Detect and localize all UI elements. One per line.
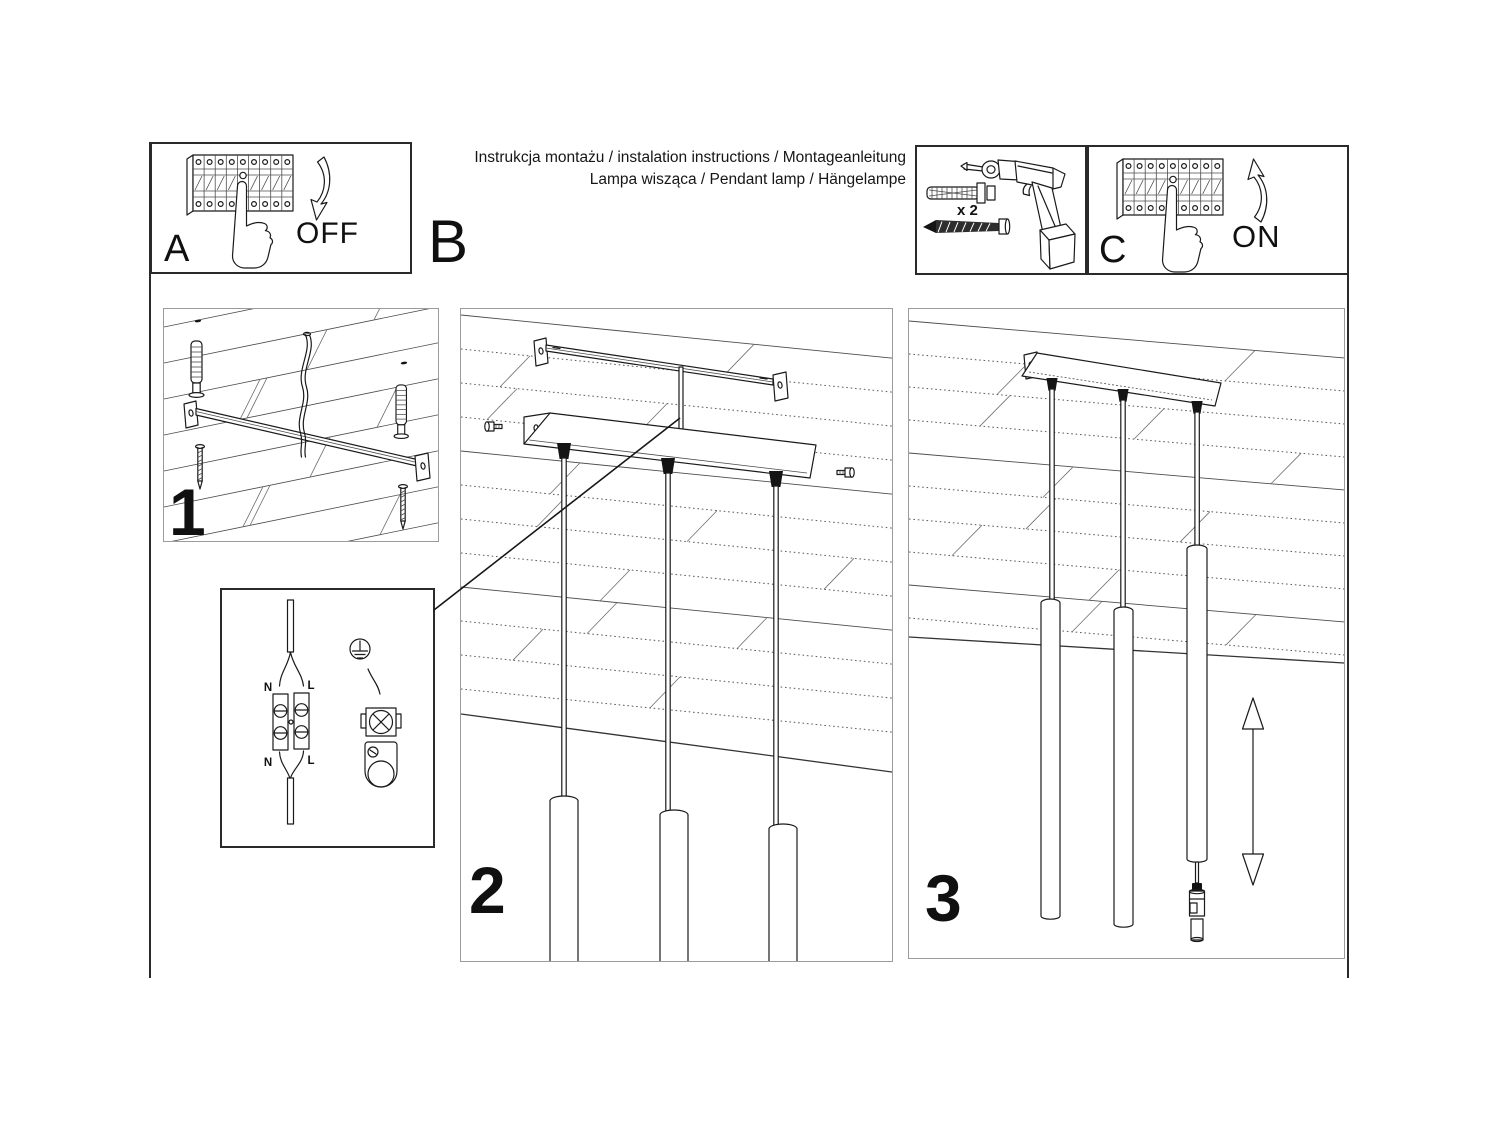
wall-plug-icon: [393, 384, 409, 440]
panel-c-action-label: ON: [1232, 219, 1281, 254]
pendant-tube-icon: [768, 823, 798, 961]
detail-leader-line: [433, 417, 681, 611]
frame-line-left: [149, 142, 151, 978]
header: Instrukcja montażu / instalation instruc…: [380, 147, 906, 191]
panel-a-box: A OFF: [150, 142, 412, 274]
pendant-tube-icon: [1113, 606, 1134, 928]
pendant-tube-icon: [659, 809, 689, 961]
curved-arrow-down-icon: [310, 156, 331, 221]
wood-screw-icon: [923, 218, 1011, 235]
height-adjust-arrow-icon: [1241, 697, 1265, 886]
drill-hole: [194, 319, 202, 323]
header-title-line1: Instrukcja montażu / instalation instruc…: [474, 149, 906, 166]
cable-grommet-icon: [1046, 378, 1203, 414]
earth-symbol-icon: [349, 638, 371, 660]
pendant-tube-icon: [549, 795, 579, 961]
pressing-hand-icon: [1161, 184, 1204, 273]
tools-quantity-label: x 2: [957, 202, 978, 219]
cable-grommet-icon: [557, 443, 783, 487]
mounting-rail-icon: [533, 337, 789, 402]
drill-icon: [960, 159, 1076, 270]
bolt-icon: [484, 421, 503, 432]
circuit-breaker-icon: [186, 154, 294, 269]
panel-a-label: A: [164, 228, 190, 270]
pendant-cable: [1194, 411, 1200, 551]
bolt-icon: [836, 467, 855, 478]
step1-illustration: [164, 309, 438, 541]
wire-label-n-top: N: [264, 682, 272, 694]
step2-box: 2: [460, 308, 893, 962]
panel-b-label: B: [428, 208, 469, 275]
panel-c-box: C ON: [1087, 145, 1349, 275]
breaker-modules: [194, 155, 292, 211]
ceiling-canopy-icon: [523, 412, 817, 479]
step1-number: 1: [169, 475, 206, 549]
step2-illustration: [461, 314, 892, 961]
step3-illustration: [909, 320, 1344, 943]
step2-number: 2: [469, 853, 506, 927]
frame-line-right: [1347, 145, 1349, 978]
ground-clamp-icon: [360, 707, 402, 788]
wire-label-l-bottom: L: [307, 755, 314, 767]
ceiling-planks: [164, 309, 438, 541]
bulb-socket-icon: [1188, 861, 1206, 943]
wall-plug-icon: [188, 340, 205, 398]
hanging-wire-icon: [298, 331, 312, 458]
step3-box: 3: [908, 308, 1345, 959]
circuit-breaker-icon: [1116, 158, 1224, 273]
wire-label-l-top: L: [307, 680, 314, 692]
pressing-hand-icon: [231, 180, 274, 269]
panel-c-label: C: [1099, 229, 1127, 271]
panel-a-action-label: OFF: [296, 217, 359, 250]
wiring-detail-box: N L N L: [220, 588, 435, 848]
curved-arrow-up-icon: [1247, 158, 1268, 223]
wire-label-n-bottom: N: [264, 757, 272, 769]
pendant-cable: [1120, 399, 1126, 612]
wood-screw-icon: [397, 484, 409, 530]
wall-plug-icon: [926, 182, 996, 204]
wood-screw-icon: [194, 444, 206, 490]
pendant-cable: [773, 485, 779, 830]
header-title-line2: Lampa wisząca / Pendant lamp / Hängelamp…: [589, 171, 906, 188]
drill-hole: [400, 361, 408, 365]
pendant-tube-icon: [1040, 598, 1061, 920]
wiring-illustration: N L N L: [264, 599, 402, 825]
earth-wire: [367, 668, 381, 695]
pendant-cable: [1049, 388, 1055, 606]
tools-box: x 2: [915, 145, 1087, 275]
mounting-rail-icon: [183, 400, 431, 482]
ceiling-canopy-icon: [1021, 351, 1222, 407]
pendant-tube-icon: [1186, 544, 1208, 863]
step1-box: 1: [163, 308, 439, 549]
terminal-block-icon: [272, 599, 310, 825]
step3-number: 3: [925, 861, 962, 935]
